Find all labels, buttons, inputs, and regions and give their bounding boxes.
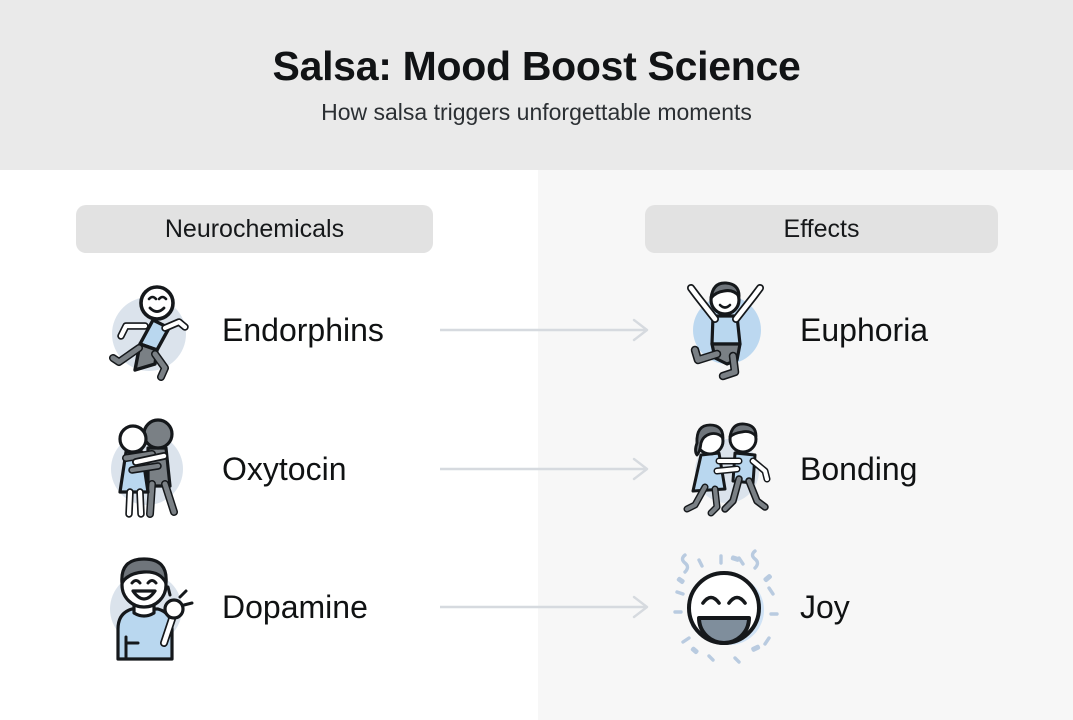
cause-label-dopamine: Dopamine bbox=[222, 588, 368, 625]
cause-label-oxytocin: Oxytocin bbox=[222, 450, 347, 487]
effect-label-joy: Joy bbox=[800, 588, 850, 625]
effect-label-euphoria: Euphoria bbox=[800, 311, 929, 348]
jumping-person-icon bbox=[666, 264, 784, 396]
column-header-neurochemicals: Neurochemicals bbox=[76, 205, 433, 253]
running-person-icon bbox=[88, 264, 206, 396]
right-panel-background bbox=[538, 170, 1073, 720]
hugging-couple-icon bbox=[88, 403, 206, 535]
column-header-effects: Effects bbox=[645, 205, 998, 253]
header-band: Salsa: Mood Boost Science How salsa trig… bbox=[0, 0, 1073, 170]
page-title: Salsa: Mood Boost Science bbox=[272, 42, 801, 89]
row-dopamine: Dopamine bbox=[0, 541, 1073, 673]
cause-label-endorphins: Endorphins bbox=[222, 311, 384, 348]
page-subtitle: How salsa triggers unforgettable moments bbox=[321, 98, 752, 125]
dancing-couple-icon bbox=[666, 403, 784, 535]
row-oxytocin: Oxytocin bbox=[0, 403, 1073, 535]
connector-arrow-dopamine-joy bbox=[440, 541, 655, 673]
celebrating-person-icon bbox=[88, 541, 206, 673]
connector-arrow-endorphins-euphoria bbox=[440, 264, 655, 396]
laughing-face-icon bbox=[666, 541, 784, 673]
effect-label-bonding: Bonding bbox=[800, 450, 918, 487]
left-panel-background bbox=[0, 170, 538, 720]
row-endorphins: Endorphins bbox=[0, 264, 1073, 396]
connector-arrow-oxytocin-bonding bbox=[440, 403, 655, 535]
